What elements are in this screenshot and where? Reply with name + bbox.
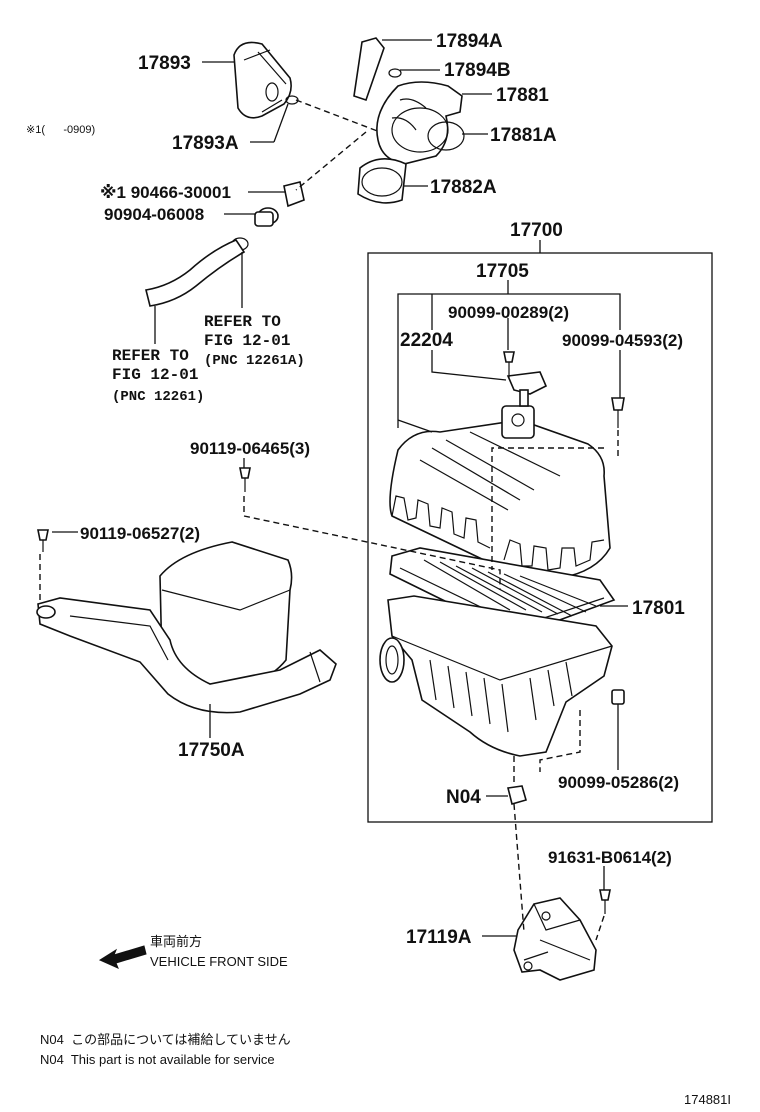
footnote-jp: N04 この部品については補給していません (40, 1032, 291, 1047)
label-90466-30001: ※1 90466-30001 (100, 183, 231, 202)
front-label-en: VEHICLE FRONT SIDE (150, 954, 288, 969)
label-17700: 17700 (510, 220, 563, 241)
label-90904-06008: 90904-06008 (104, 205, 204, 224)
label-22204: 22204 (400, 330, 453, 351)
ref-2-line-1: REFER TO (112, 347, 189, 365)
ref-2-line-2: FIG 12-01 (112, 366, 198, 384)
inlet-duct-17750a-drawing (36, 467, 337, 714)
vehicle-front-arrow-icon (98, 945, 147, 969)
label-17893: 17893 (138, 53, 191, 74)
sensor-22204-drawing (503, 351, 625, 428)
figure-id: 174881I (684, 1092, 731, 1107)
label-17881a: 17881A (490, 125, 557, 146)
label-17894a: 17894A (436, 31, 503, 52)
footnote-en: N04 This part is not available for servi… (40, 1052, 275, 1067)
front-label-jp: 車両前方 (150, 934, 202, 949)
intake-hose-17881-drawing (357, 81, 465, 204)
ref-1-line-2: FIG 12-01 (204, 332, 290, 350)
label-90099-00289: 90099-00289(2) (448, 303, 569, 322)
air-cleaner-cap-drawing (389, 405, 611, 581)
bracket-17119a-drawing (513, 889, 611, 981)
label-n04: N04 (446, 787, 481, 808)
ref-2-line-3: (PNC 12261) (112, 389, 204, 405)
air-cleaner-case-drawing (379, 595, 625, 805)
label-90099-04593: 90099-04593(2) (562, 331, 683, 350)
label-17119a: 17119A (406, 927, 472, 948)
label-17893a: 17893A (172, 133, 239, 154)
breather-parts-drawing (145, 181, 305, 307)
label-90119-06465: 90119-06465(3) (190, 439, 310, 458)
label-17882a: 17882A (430, 177, 497, 198)
ref-1-line-3: (PNC 12261A) (204, 353, 305, 369)
label-90099-05286: 90099-05286(2) (558, 773, 679, 792)
hose-17894a-drawing (353, 37, 402, 102)
dashed-assembly-lines (39, 99, 619, 941)
ref-1-line-1: REFER TO (204, 313, 281, 331)
leader-lines (52, 39, 628, 937)
label-17894b: 17894B (444, 60, 511, 81)
resonator-17893-drawing (233, 41, 299, 119)
label-90119-06527: 90119-06527(2) (80, 524, 200, 543)
label-91631-b0614: 91631-B0614(2) (548, 848, 672, 867)
label-17750a: 17750A (178, 740, 245, 761)
label-17705: 17705 (476, 261, 529, 282)
label-17801: 17801 (632, 598, 685, 619)
label-17881: 17881 (496, 85, 549, 106)
applicability-note: ※1( -0909) (26, 124, 95, 136)
